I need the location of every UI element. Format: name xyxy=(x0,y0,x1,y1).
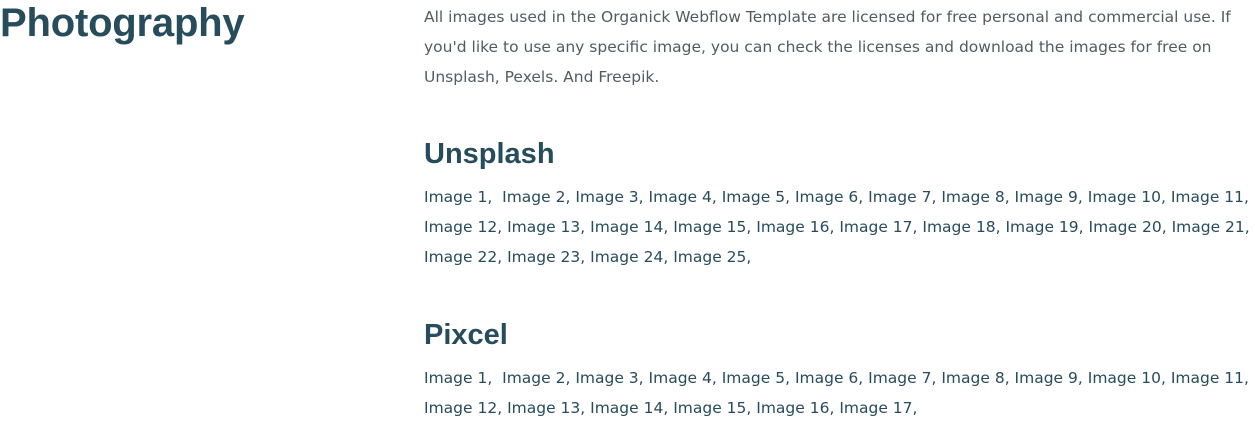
image-link[interactable]: Image 6 xyxy=(794,188,859,206)
list-separator: , xyxy=(1161,218,1172,236)
image-link[interactable]: Image 14 xyxy=(590,399,664,417)
image-link[interactable]: Image 11 xyxy=(1170,369,1245,387)
list-separator: , xyxy=(487,369,503,387)
list-separator: , xyxy=(995,218,1006,236)
image-link[interactable]: Image 4 xyxy=(648,188,712,206)
list-separator: , xyxy=(1160,188,1171,206)
list-separator: , xyxy=(1160,369,1171,387)
list-separator: , xyxy=(746,248,752,266)
list-separator: , xyxy=(663,248,674,266)
list-separator: , xyxy=(565,369,576,387)
image-link[interactable]: Image 9 xyxy=(1014,188,1078,206)
image-link[interactable]: Image 12 xyxy=(424,399,498,417)
list-separator: , xyxy=(711,188,722,206)
image-link[interactable]: Image 16 xyxy=(756,218,830,236)
image-link[interactable]: Image 17 xyxy=(839,399,913,417)
image-link[interactable]: Image 15 xyxy=(673,399,747,417)
image-link[interactable]: Image 18 xyxy=(922,218,996,236)
image-link[interactable]: Image 6 xyxy=(794,369,859,387)
intro-paragraph: All images used in the Organick Webflow … xyxy=(424,8,1231,86)
image-link[interactable]: Image 24 xyxy=(590,248,664,266)
image-link[interactable]: Image 4 xyxy=(648,369,712,387)
list-separator: , xyxy=(912,218,923,236)
image-link[interactable]: Image 20 xyxy=(1088,218,1162,236)
list-separator: , xyxy=(1004,369,1015,387)
image-link[interactable]: Image 10 xyxy=(1087,369,1161,387)
list-separator: , xyxy=(1078,218,1089,236)
list-separator: , xyxy=(1244,188,1249,206)
list-separator: , xyxy=(580,248,591,266)
image-list-pixcel: Image 1, Image 2, Image 3, Image 4, Imag… xyxy=(424,363,1255,423)
list-separator: , xyxy=(580,399,591,417)
image-link[interactable]: Image 23 xyxy=(507,248,581,266)
list-separator: , xyxy=(785,369,795,387)
image-link[interactable]: Image 5 xyxy=(721,188,786,206)
image-link[interactable]: Image 17 xyxy=(839,218,913,236)
image-link[interactable]: Image 3 xyxy=(575,369,639,387)
list-separator: , xyxy=(1077,369,1088,387)
image-link[interactable]: Image 25 xyxy=(673,248,747,266)
list-separator: , xyxy=(497,218,508,236)
list-separator: , xyxy=(1004,188,1015,206)
image-link[interactable]: Image 7 xyxy=(868,188,932,206)
list-separator: , xyxy=(638,188,649,206)
list-separator: , xyxy=(912,399,918,417)
image-link[interactable]: Image 12 xyxy=(424,218,498,236)
image-link[interactable]: Image 11 xyxy=(1170,188,1245,206)
list-separator: , xyxy=(931,188,942,206)
list-separator: , xyxy=(565,188,576,206)
image-link[interactable]: Image 9 xyxy=(1014,369,1078,387)
image-link[interactable]: Image 5 xyxy=(721,369,786,387)
section-title-unsplash: Unsplash xyxy=(424,138,555,170)
image-link[interactable]: Image 7 xyxy=(868,369,932,387)
image-list-unsplash: Image 1, Image 2, Image 3, Image 4, Imag… xyxy=(424,182,1255,272)
image-link[interactable]: Image 1 xyxy=(424,369,488,387)
list-separator: , xyxy=(497,248,508,266)
image-link[interactable]: Image 10 xyxy=(1087,188,1161,206)
list-separator: , xyxy=(931,369,942,387)
image-link[interactable]: Image 3 xyxy=(575,188,639,206)
list-separator: , xyxy=(746,218,757,236)
image-link[interactable]: Image 13 xyxy=(507,399,581,417)
list-separator: , xyxy=(638,369,649,387)
list-separator: , xyxy=(663,399,674,417)
list-separator: , xyxy=(1244,369,1249,387)
image-link[interactable]: Image 8 xyxy=(941,369,1005,387)
image-link[interactable]: Image 15 xyxy=(673,218,747,236)
image-link[interactable]: Image 21 xyxy=(1171,218,1245,236)
list-separator: , xyxy=(487,188,503,206)
list-separator: , xyxy=(858,188,869,206)
image-link[interactable]: Image 19 xyxy=(1005,218,1079,236)
image-link[interactable]: Image 16 xyxy=(756,399,830,417)
list-separator: , xyxy=(580,218,591,236)
content-column: All images used in the Organick Webflow … xyxy=(424,0,1255,423)
page-title: Photography xyxy=(0,1,245,45)
list-separator: , xyxy=(746,399,757,417)
image-link[interactable]: Image 2 xyxy=(502,369,566,387)
image-link[interactable]: Image 1 xyxy=(424,188,488,206)
image-link[interactable]: Image 8 xyxy=(941,188,1005,206)
list-separator: , xyxy=(858,369,869,387)
list-separator: , xyxy=(785,188,795,206)
image-link[interactable]: Image 13 xyxy=(507,218,581,236)
list-separator: , xyxy=(1244,218,1250,236)
list-separator: , xyxy=(711,369,722,387)
image-link[interactable]: Image 14 xyxy=(590,218,664,236)
list-separator: , xyxy=(497,399,508,417)
list-separator: , xyxy=(829,399,840,417)
image-link[interactable]: Image 22 xyxy=(424,248,498,266)
image-link[interactable]: Image 2 xyxy=(502,188,566,206)
list-separator: , xyxy=(829,218,840,236)
list-separator: , xyxy=(1077,188,1088,206)
list-separator: , xyxy=(663,218,674,236)
section-title-pixcel: Pixcel xyxy=(424,319,508,351)
